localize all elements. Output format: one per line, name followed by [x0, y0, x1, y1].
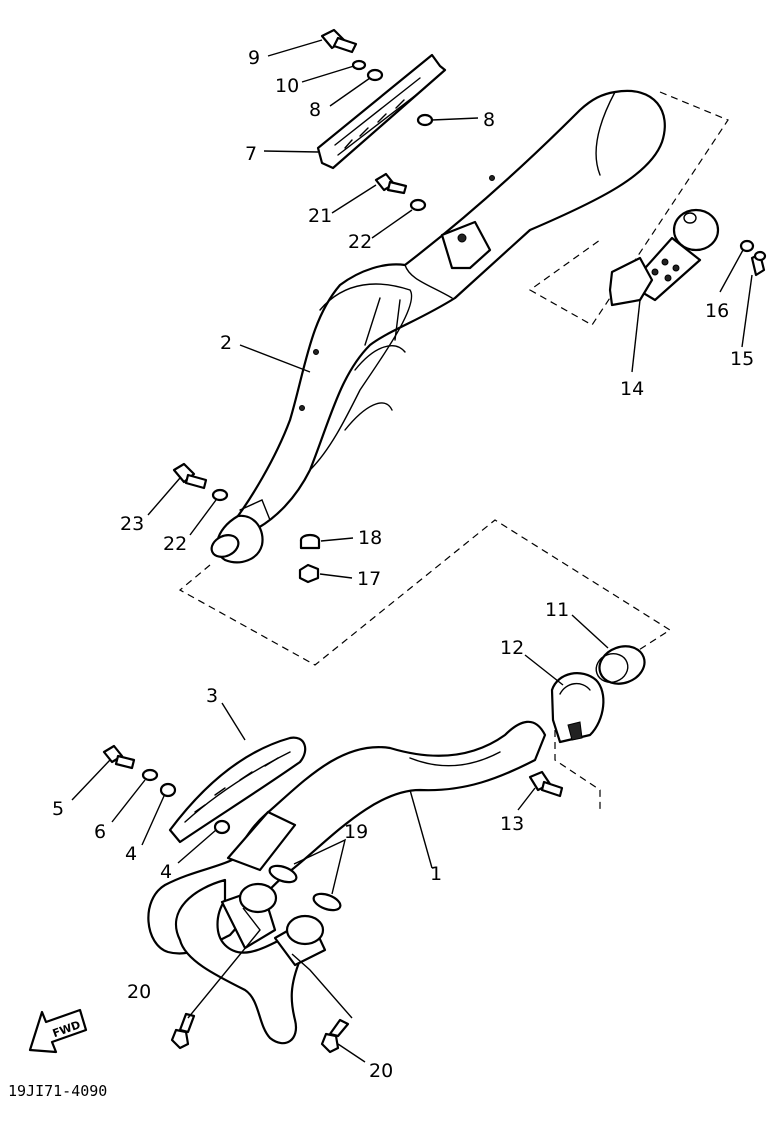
fwd-arrow-icon: FWD [28, 1008, 88, 1054]
callout-1: 1 [430, 863, 442, 885]
muffler [210, 89, 666, 564]
grommet-4a [159, 782, 177, 798]
callout-5: 5 [52, 798, 64, 820]
clamp-12 [550, 672, 605, 744]
damper-18 [299, 533, 321, 550]
callout-10: 10 [275, 75, 299, 97]
bolt-20a [170, 1012, 196, 1050]
callout-8: 8 [483, 109, 495, 131]
bolt-21 [374, 172, 408, 195]
callout-20: 20 [369, 1060, 393, 1082]
callout-22: 22 [163, 533, 187, 555]
pipe-protector [168, 736, 307, 844]
bolt-13 [528, 770, 564, 798]
callout-13: 13 [500, 813, 524, 835]
exhaust-pipe [147, 720, 547, 1045]
callout-12: 12 [500, 637, 524, 659]
bolt-20b [320, 1018, 350, 1054]
spark-arrester [608, 208, 720, 307]
callout-8: 8 [309, 99, 321, 121]
muffler-inlet-dashed-box [178, 519, 672, 666]
callout-15: 15 [730, 348, 754, 370]
callout-16: 16 [705, 300, 729, 322]
figure-code: 19JI71-4090 [8, 1082, 107, 1100]
callout-20: 20 [127, 981, 151, 1003]
washer-22a [409, 198, 427, 212]
grommet-8b [416, 113, 434, 127]
washer-10 [351, 59, 367, 71]
muffler-end-dashed-box [528, 91, 729, 326]
callout-2: 2 [220, 332, 232, 354]
muffler-mount-bracket [440, 220, 492, 270]
washer-6 [141, 768, 159, 782]
callout-4: 4 [125, 843, 137, 865]
callout-22: 22 [348, 231, 372, 253]
callout-6: 6 [94, 821, 106, 843]
callout-17: 17 [357, 568, 381, 590]
washer-16 [739, 239, 755, 253]
gasket-11 [595, 645, 646, 685]
bolt-9 [320, 28, 358, 54]
callout-11: 11 [545, 599, 569, 621]
callout-18: 18 [358, 527, 382, 549]
callout-21: 21 [308, 205, 332, 227]
bolt-5 [102, 744, 136, 770]
callout-9: 9 [248, 47, 260, 69]
callout-7: 7 [245, 143, 257, 165]
callout-19: 19 [344, 821, 368, 843]
bolt-23 [172, 462, 208, 490]
callout-3: 3 [206, 685, 218, 707]
callout-labels: 9 10 8 8 7 21 22 2 14 16 15 23 22 18 17 … [52, 47, 754, 1082]
callout-4: 4 [160, 861, 172, 883]
washer-22b [211, 488, 229, 502]
grommet-4b [213, 819, 231, 835]
screw-15 [750, 250, 767, 277]
leader-lines [71, 39, 753, 1063]
grommet-8a [366, 68, 384, 82]
callout-14: 14 [620, 378, 644, 400]
nut-17 [298, 563, 320, 584]
callout-23: 23 [120, 513, 144, 535]
